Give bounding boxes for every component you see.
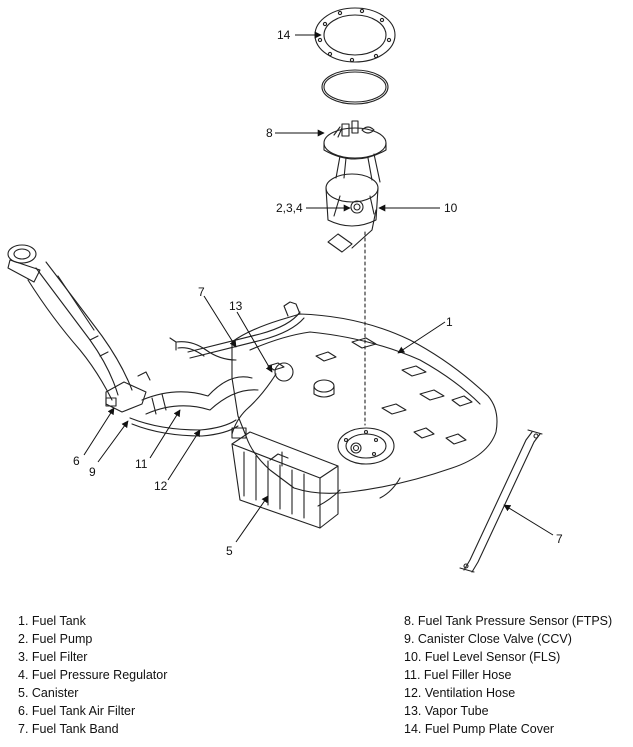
fuel-tank-air-filter-part <box>105 397 117 407</box>
legend-item: 12. Ventilation Hose <box>404 686 516 700</box>
legend-item: 9. Canister Close Valve (CCV) <box>404 632 572 646</box>
legend-item: 5. Canister <box>18 686 79 700</box>
ventilation-hose-part <box>129 417 239 437</box>
callout-1: 1 <box>446 315 453 329</box>
fuel-tank-band-right-part <box>459 429 543 573</box>
callout-11: 11 <box>135 457 148 471</box>
pump-gasket-ring <box>321 69 389 105</box>
callout-6: 6 <box>73 454 80 468</box>
fuel-filler-hose-part <box>141 376 259 415</box>
fuel-filler-neck-part <box>7 244 151 413</box>
legend-item: 4. Fuel Pressure Regulator <box>18 668 168 682</box>
callout-7-right: 7 <box>556 532 563 546</box>
legend-item: 7. Fuel Tank Band <box>18 722 119 736</box>
callout-5: 5 <box>226 544 233 558</box>
legend-left-column: 1. Fuel Tank 2. Fuel Pump 3. Fuel Filter… <box>18 612 167 738</box>
legend-item: 1. Fuel Tank <box>18 614 86 628</box>
fuel-tank-band-left-part <box>187 311 305 359</box>
callout-2-3-4: 2,3,4 <box>276 201 303 215</box>
legend-item: 3. Fuel Filter <box>18 650 88 664</box>
legend-item: 6. Fuel Tank Air Filter <box>18 704 136 718</box>
legend-item: 10. Fuel Level Sensor (FLS) <box>404 650 561 664</box>
callout-7-left: 7 <box>198 285 205 299</box>
callout-9: 9 <box>89 465 96 479</box>
legend-item: 8. Fuel Tank Pressure Sensor (FTPS) <box>404 614 613 628</box>
legend-item: 2. Fuel Pump <box>18 632 93 646</box>
fuel-tank-part <box>169 301 498 507</box>
callout-13: 13 <box>229 299 243 313</box>
fuel-pump-module-part <box>323 120 387 253</box>
callout-10: 10 <box>444 201 458 215</box>
callout-8: 8 <box>266 126 273 140</box>
canister-part <box>231 427 339 529</box>
callout-14: 14 <box>277 28 291 42</box>
legend-right-column: 8. Fuel Tank Pressure Sensor (FTPS) 9. C… <box>404 612 612 738</box>
legend-item: 14. Fuel Pump Plate Cover <box>404 722 555 736</box>
callout-12: 12 <box>154 479 168 493</box>
fuel-system-exploded-diagram: 14 8 2,3,4 10 1 7 13 6 9 11 12 5 7 <box>7 7 563 573</box>
fuel-pump-plate-cover-part <box>314 7 396 63</box>
legend-item: 11. Fuel Filler Hose <box>404 668 512 682</box>
vapor-tube-part <box>231 362 335 435</box>
legend-item: 13. Vapor Tube <box>404 704 489 718</box>
